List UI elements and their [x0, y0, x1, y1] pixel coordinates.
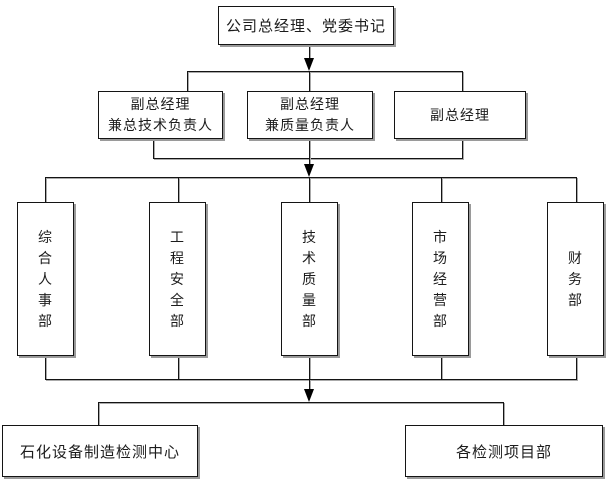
org-box-deputy-quality: 副总经理 兼质量负责人 — [247, 91, 373, 139]
connector-stem-dept-4 — [441, 355, 442, 380]
connector-stem-deputy-2 — [309, 138, 310, 165]
org-box-deputy-technical-label: 副总经理 兼总技术负责人 — [108, 96, 213, 133]
connector-rail-departments-bottom — [45, 379, 577, 380]
org-box-dept-personnel: 综合人事部 — [17, 202, 74, 356]
org-box-dept-engineering-safety-label: 工程安全部 — [169, 228, 185, 329]
org-box-dept-engineering-safety: 工程安全部 — [149, 202, 206, 356]
org-box-petrochemical-testing-center: 石化设备制造检测中心 — [2, 425, 198, 477]
org-box-dept-finance: 财务部 — [547, 202, 604, 356]
connector-stem-dept-2 — [178, 355, 179, 380]
down-arrow-icon-3 — [304, 389, 314, 402]
connector-rail-centers — [98, 402, 504, 403]
connector-stem-center — [309, 379, 310, 390]
connector-stem-deputy-3 — [462, 138, 463, 158]
org-box-deputy-technical: 副总经理 兼总技术负责人 — [98, 91, 223, 139]
org-box-root-label: 公司总经理、党委书记 — [225, 18, 386, 35]
org-box-root: 公司总经理、党委书记 — [218, 6, 394, 45]
connector-line-root-stem — [309, 45, 310, 59]
org-box-dept-marketing-label: 市场经营部 — [432, 228, 448, 329]
connector-rail-departments-top — [45, 177, 577, 178]
connector-drop-center-left — [98, 402, 99, 426]
connector-drop-dept-5 — [576, 177, 577, 203]
connector-drop-deputy-1 — [187, 71, 188, 92]
org-box-petrochemical-testing-center-label: 石化设备制造检测中心 — [19, 443, 180, 461]
org-box-dept-finance-label: 财务部 — [567, 249, 583, 308]
connector-stem-dept-1 — [45, 355, 46, 380]
down-arrow-icon-2 — [304, 164, 314, 177]
connector-drop-dept-2 — [178, 177, 179, 203]
connector-stem-deputy-1 — [153, 138, 154, 158]
connector-drop-dept-4 — [441, 177, 442, 203]
org-box-deputy-general: 副总经理 — [394, 91, 526, 139]
org-box-testing-project-depts: 各检测项目部 — [405, 425, 603, 477]
connector-drop-dept-1 — [45, 177, 46, 203]
connector-rail-level2 — [187, 71, 463, 72]
org-box-dept-technical-quality-label: 技术质量部 — [301, 228, 317, 329]
org-box-dept-marketing: 市场经营部 — [412, 202, 469, 356]
connector-stem-dept-5 — [576, 355, 577, 380]
down-arrow-icon-1 — [304, 58, 314, 71]
connector-drop-deputy-3 — [462, 71, 463, 92]
org-box-dept-personnel-label: 综合人事部 — [37, 228, 53, 329]
connector-drop-deputy-2 — [309, 71, 310, 92]
connector-drop-dept-3 — [309, 177, 310, 203]
org-box-deputy-quality-label: 副总经理 兼质量负责人 — [265, 96, 355, 133]
connector-stem-dept-3 — [309, 355, 310, 380]
org-box-testing-project-depts-label: 各检测项目部 — [455, 443, 552, 461]
org-box-dept-technical-quality: 技术质量部 — [281, 202, 338, 356]
connector-drop-center-right — [503, 402, 504, 426]
connector-rail-merge — [153, 158, 463, 159]
org-box-deputy-general-label: 副总经理 — [430, 106, 490, 123]
